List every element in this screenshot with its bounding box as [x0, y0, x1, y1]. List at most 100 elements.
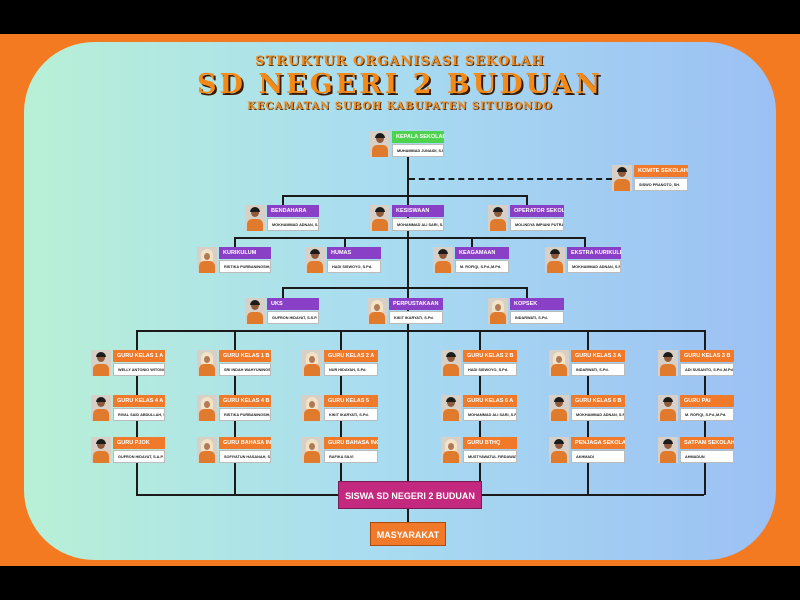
- portrait-photo: [302, 395, 322, 421]
- person-name: MOHAMMAD ALI SARI, S.Pd.: [392, 218, 444, 231]
- role-label: UKS: [267, 298, 319, 310]
- person-name: RISTIKA PURBANINGSIH, S.Pd.SD: [219, 260, 271, 273]
- portrait-photo: [441, 395, 461, 421]
- role-label: GURU KELAS 3 A: [571, 350, 625, 362]
- connector-line: [340, 330, 342, 350]
- connector-line: [526, 287, 528, 298]
- person-name: MOKHAMMAD ADNAN, S.Pd.: [267, 218, 319, 231]
- connector-line: [340, 421, 342, 437]
- portrait-photo: [658, 437, 678, 463]
- person-name: RISTIKA PURBANINGSIH, S.Pd.SD: [219, 408, 271, 421]
- connector-line: [340, 376, 342, 395]
- person-name: GUFRON HIDAYAT, S.S.P.: [267, 311, 319, 324]
- masyarakat-connector: [407, 509, 409, 522]
- connector-line: [471, 237, 473, 247]
- connector-line: [136, 376, 138, 395]
- portrait-photo: [367, 298, 387, 324]
- portrait-photo: [197, 437, 217, 463]
- connector-line: [587, 421, 589, 437]
- portrait-photo: [370, 131, 390, 157]
- portrait-photo: [245, 205, 265, 231]
- role-label: GURU KELAS 6 A: [463, 395, 517, 407]
- portrait-photo: [245, 298, 265, 324]
- portrait-photo: [612, 165, 632, 191]
- role-label: GURU KELAS 5: [324, 395, 378, 407]
- portrait-photo: [549, 395, 569, 421]
- role-label: KOMITE SEKOLAH: [634, 165, 688, 177]
- connector-line: [526, 195, 528, 205]
- role-label: GURU PJOK: [113, 437, 165, 449]
- person-name: MOLINDYA IMPIANI PUTRA, S.Pd.: [510, 218, 564, 231]
- portrait-photo: [302, 350, 322, 376]
- person-name: MOHAMMAD ALI SARI, S.Pd.: [463, 408, 517, 421]
- role-label: PERPUSTAKAAN: [389, 298, 443, 310]
- person-name: SRI INDAH WAHYUNINGSIH, S.Pd.: [219, 363, 271, 376]
- role-label: GURU KELAS 6 B: [571, 395, 625, 407]
- person-name: HADI SISWOYO, S.Pd.: [327, 260, 381, 273]
- person-name: RIVAL SAID ABDULLAH, S.Pd.: [113, 408, 165, 421]
- person-name: MOKHAMMAD ADNAN, S.Pd.: [567, 260, 621, 273]
- role-label: GURU KELAS 1 A: [113, 350, 165, 362]
- role-label: SATPAM SEKOLAH: [680, 437, 734, 449]
- portrait-photo: [488, 205, 508, 231]
- connector-line: [587, 376, 589, 395]
- role-label: HUMAS: [327, 247, 381, 259]
- person-name: SISWO PRANOTO, SH.: [634, 178, 688, 191]
- person-name: ADI SUSANTO, S.Pd.,M.Pd.: [680, 363, 734, 376]
- portrait-photo: [658, 395, 678, 421]
- guru-connector: [136, 330, 704, 332]
- position-box-ekstra-kurikuler: EKSTRA KURIKULERMOKHAMMAD ADNAN, S.Pd.: [545, 247, 621, 273]
- connector-line: [340, 463, 342, 495]
- connector-line: [234, 330, 236, 350]
- connector-line: [344, 237, 346, 247]
- role-label: GURU KELAS 2 A: [324, 350, 378, 362]
- portrait-photo: [302, 437, 322, 463]
- person-name: AKHMADI: [571, 450, 625, 463]
- portrait-photo: [549, 350, 569, 376]
- connector-line: [136, 463, 138, 495]
- connector-line: [282, 287, 284, 298]
- connector-line: [479, 421, 481, 437]
- portrait-photo: [658, 350, 678, 376]
- portrait-photo: [488, 298, 508, 324]
- connector-line: [136, 330, 138, 350]
- connector-line: [234, 237, 236, 247]
- person-name: KIKIT IKARYATI, S.Pd.: [389, 311, 443, 324]
- masyarakat-box: MASYARAKAT: [370, 522, 446, 546]
- role-label: GURU KELAS 2 B: [463, 350, 517, 362]
- role-label: KURIKULUM: [219, 247, 271, 259]
- role-label: EKSTRA KURIKULER: [567, 247, 621, 259]
- role-label: KEAGAMAAN: [455, 247, 509, 259]
- siswa-right-connector: [482, 494, 704, 496]
- portrait-photo: [370, 205, 390, 231]
- role-label: GURU BTHQ: [463, 437, 517, 449]
- role-label: GURU KELAS 3 B: [680, 350, 734, 362]
- person-name: M. ROFIQI, S.Pd.,M.Pd.: [455, 260, 509, 273]
- connector-line: [584, 237, 586, 247]
- role-label: GURU KELAS 1 B: [219, 350, 271, 362]
- person-name: HADI SISWOYO, S.Pd.: [463, 363, 517, 376]
- role-label: GURU KELAS 4 A: [113, 395, 165, 407]
- person-name: MUHAMMAD JUNAIDI, S.Pd.,M.Pd.: [392, 144, 444, 157]
- connector-line: [479, 330, 481, 350]
- person-name: MOKHAMMAD ADNAN, S.Pd.: [571, 408, 625, 421]
- role-label: GURU BAHASA INGGRIS / GURU BAHASA MADURA: [219, 437, 271, 449]
- person-name: INDARWATI, S.Pd.: [571, 363, 625, 376]
- portrait-photo: [441, 350, 461, 376]
- person-name: SOFIYATUN HASANAH, S.Pd.: [219, 450, 271, 463]
- connector-line: [587, 330, 589, 350]
